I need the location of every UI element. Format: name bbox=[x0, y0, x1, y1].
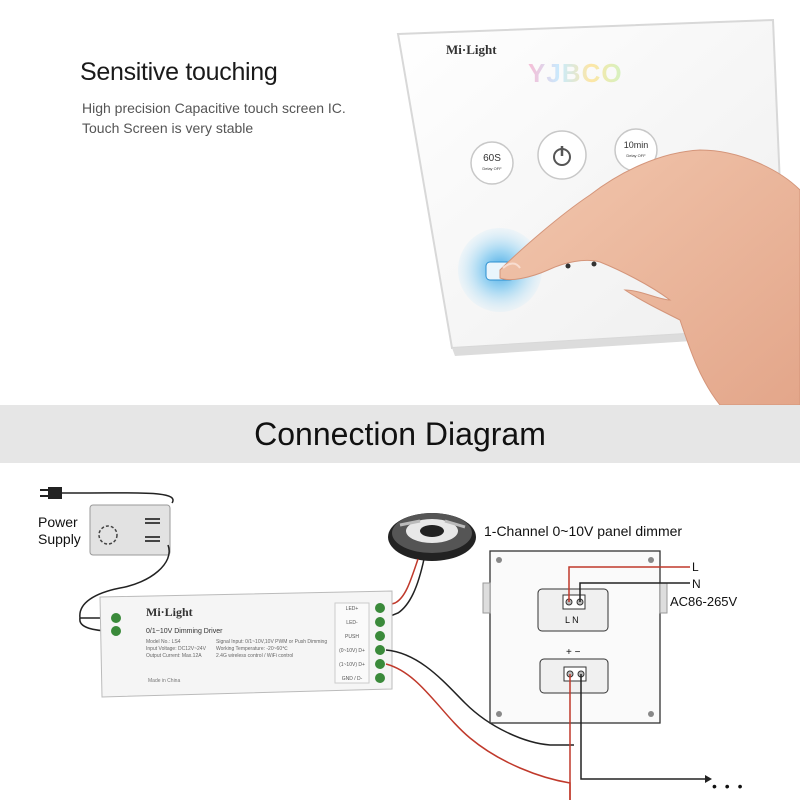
driver-specs-left: Model No.: LS4 Input Voltage: DC12V~24V … bbox=[146, 639, 206, 660]
dimming-driver-body bbox=[99, 590, 393, 698]
pm-terminal-label: + − bbox=[566, 647, 581, 658]
driver-spec-signal: Signal Input: 0/1~10V,10V PWM or Push Di… bbox=[216, 639, 328, 645]
hand-icon bbox=[499, 149, 800, 405]
led-strip-reel bbox=[388, 513, 476, 561]
plug-icon bbox=[40, 487, 174, 504]
power-supply-label-line-2: Supply bbox=[38, 531, 81, 547]
power-supply-unit bbox=[89, 504, 171, 556]
terminal-label-gnd: GND / D- bbox=[341, 676, 363, 682]
driver-terminals bbox=[375, 603, 385, 683]
ln-terminal-label: L N bbox=[565, 615, 579, 625]
section-band bbox=[0, 405, 800, 463]
ac-terminal-block bbox=[537, 588, 609, 632]
made-in-label: Made in China bbox=[148, 678, 181, 684]
line-n-label: N bbox=[692, 577, 701, 591]
driver-spec-temp: Working Temperature: -20~60℃ bbox=[216, 646, 288, 652]
wiring-diagram bbox=[40, 487, 712, 800]
driver-spec-wireless: 2.4G wireless control / WiFi control bbox=[216, 653, 294, 659]
driver-input-terminals bbox=[111, 613, 121, 636]
driver-specs-right: Signal Input: 0/1~10V,10V PWM or Push Di… bbox=[216, 639, 327, 660]
terminal-label-led-minus: LED- bbox=[346, 620, 358, 626]
power-supply-label: Power Supply bbox=[38, 514, 81, 548]
section-title: Connection Diagram bbox=[254, 416, 546, 452]
driver-brand: Mi·Light bbox=[146, 605, 193, 619]
panel-dimmer-title: 1-Channel 0~10V panel dimmer bbox=[484, 523, 683, 539]
line-l-label: L bbox=[692, 560, 699, 574]
delay-10min-sublabel: Delay OFF bbox=[626, 153, 646, 158]
panel-brand-logo: Mi·Light bbox=[446, 42, 497, 57]
power-supply-label-line-1: Power bbox=[38, 514, 78, 530]
driver-spec-input: Input Voltage: DC12V~24V bbox=[146, 646, 206, 652]
delay-60s-sublabel: Delay OFF bbox=[482, 166, 502, 171]
feature-description-line-2: Touch Screen is very stable bbox=[82, 120, 254, 136]
driver-spec-output: Output Current: Max.12A bbox=[146, 653, 202, 659]
panel-dimmer-frame bbox=[489, 550, 661, 724]
terminal-label-0-10v: (0~10V) D+ bbox=[339, 648, 365, 654]
driver-spec-model: Model No.: LS4 bbox=[146, 639, 181, 645]
delay-60s-label: 60S bbox=[483, 153, 501, 164]
ac-voltage-label: AC86-265V bbox=[670, 594, 738, 609]
continuation-dots: • • • bbox=[712, 778, 745, 794]
terminal-label-led-plus: LED+ bbox=[345, 606, 359, 612]
yjbco-watermark: YJBCO bbox=[528, 58, 623, 88]
feature-description: High precision Capacitive touch screen I… bbox=[82, 98, 346, 138]
delay-10min-label: 10min bbox=[623, 140, 649, 150]
driver-name: 0/1~10V Dimming Driver bbox=[146, 628, 223, 635]
delay-60s-button bbox=[470, 141, 514, 185]
panel-photo bbox=[396, 18, 800, 405]
terminal-label-push: PUSH bbox=[345, 634, 359, 640]
feature-title: Sensitive touching bbox=[80, 58, 278, 86]
terminal-label-1-10v: (1~10V) D+ bbox=[339, 662, 365, 668]
feature-description-line-1: High precision Capacitive touch screen I… bbox=[82, 100, 346, 116]
